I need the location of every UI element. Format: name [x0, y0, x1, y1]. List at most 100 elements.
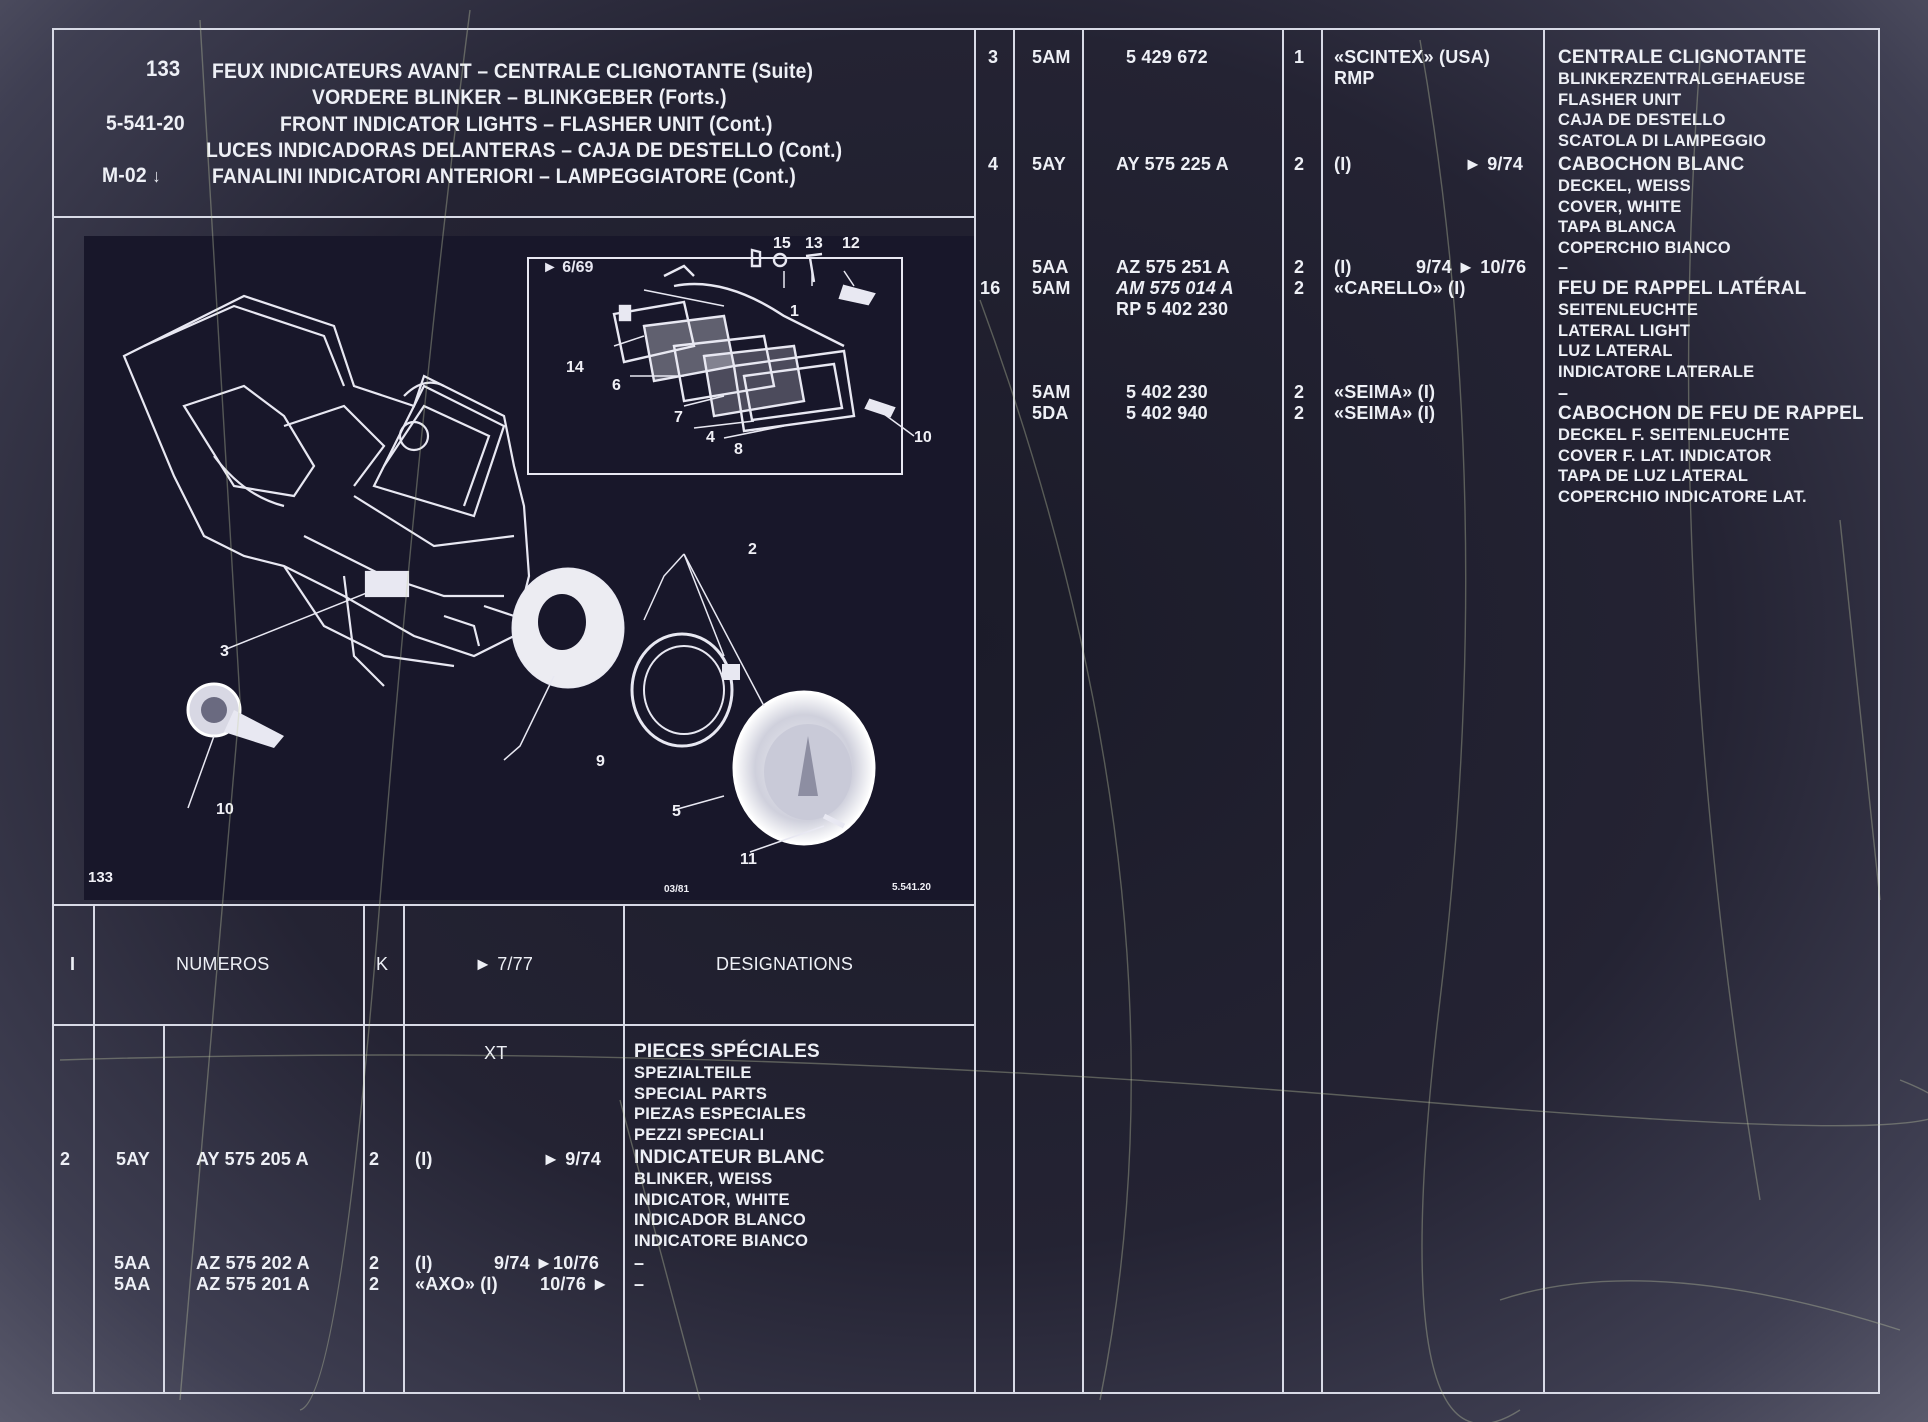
- row-note: «SCINTEX» (USA): [1334, 47, 1491, 67]
- designation-line: SEITENLEUCHTE: [1558, 300, 1699, 319]
- row-designation: –: [1558, 383, 1569, 403]
- row-code: 5AA: [1032, 257, 1069, 277]
- table-header-bottom: [52, 1024, 976, 1026]
- title-rule: [52, 216, 976, 218]
- table-header-top: [52, 904, 976, 906]
- row-quantity: 2: [1294, 403, 1305, 423]
- row-designation: CENTRALE CLIGNOTANTE BLINKERZENTRALGEHAE…: [1558, 47, 1807, 152]
- row-note: «SEIMA» (I): [1334, 403, 1436, 423]
- designation-line: LATERAL LIGHT: [1558, 321, 1691, 340]
- indicator-lens-group: [511, 567, 876, 846]
- row-part-number: AM 575 014 A: [1116, 278, 1234, 298]
- col-header-k: K: [376, 954, 389, 974]
- callout: 14: [566, 359, 584, 376]
- col-rule: [403, 904, 405, 1394]
- designation-line: TAPA DE LUZ LATERAL: [1558, 467, 1749, 486]
- col-rule: [93, 904, 95, 1394]
- row-date: ► 9/74: [1464, 154, 1524, 174]
- row-index: 2: [60, 1149, 71, 1169]
- title-en: FRONT INDICATOR LIGHTS – FLASHER UNIT (C…: [280, 113, 773, 136]
- callout: 8: [734, 441, 743, 458]
- designation-line: LUZ LATERAL: [1558, 342, 1673, 361]
- callout: 9: [596, 753, 605, 770]
- row-designation: –: [634, 1274, 645, 1294]
- callout: 7: [674, 409, 683, 426]
- middle-divider: [974, 28, 976, 1394]
- row-part-number: AY 575 225 A: [1116, 154, 1229, 174]
- row-note: «CARELLO» (I): [1334, 278, 1466, 298]
- row-code: 5AY: [1032, 154, 1066, 174]
- special-parts-line: PEZZI SPECIALI: [634, 1126, 765, 1145]
- row-code: 5AA: [114, 1274, 151, 1294]
- designation-line: DECKEL, WEISS: [1558, 176, 1691, 195]
- designation-line: BLINKER, WEISS: [634, 1169, 773, 1188]
- designation-line: INDICATOR, WHITE: [634, 1190, 790, 1209]
- callout: 3: [220, 643, 229, 660]
- title-es: LUCES INDICADORAS DELANTERAS – CAJA DE D…: [206, 139, 843, 162]
- callout: 4: [706, 429, 715, 446]
- designation-line: SCATOLA DI LAMPEGGIO: [1558, 132, 1767, 151]
- col-rule: [163, 1024, 165, 1394]
- row-designation: FEU DE RAPPEL LATÉRAL SEITENLEUCHTE LATE…: [1558, 278, 1807, 383]
- inset-date-label: ► 6/69: [542, 259, 594, 276]
- special-parts-line: SPECIAL PARTS: [634, 1084, 768, 1103]
- row-part-number: AZ 575 251 A: [1116, 257, 1230, 277]
- col-header-numeros: NUMEROS: [176, 954, 270, 974]
- row-quantity: 1: [1294, 47, 1305, 67]
- row-code: 5AM: [1032, 278, 1071, 298]
- callout: 13: [805, 236, 823, 252]
- row-quantity: 2: [1294, 257, 1305, 277]
- col-rule: [363, 904, 365, 1394]
- row-quantity: 2: [1294, 278, 1305, 298]
- row-note: (I): [415, 1253, 433, 1273]
- row-index: 4: [988, 154, 999, 174]
- designation-line: DECKEL F. SEITENLEUCHTE: [1558, 425, 1790, 444]
- row-note: (I): [415, 1149, 433, 1169]
- arrow-down-icon: ↓: [152, 166, 161, 186]
- row-code: 5AY: [116, 1149, 150, 1169]
- special-parts-line: PIEZAS ESPECIALES: [634, 1105, 807, 1124]
- designation-title: CABOCHON DE FEU DE RAPPEL: [1558, 403, 1864, 424]
- designation-title: CABOCHON BLANC: [1558, 154, 1745, 175]
- mod-code: M-02 ↓: [102, 164, 161, 188]
- special-parts-block: PIECES SPÉCIALES SPEZIALTEILE SPECIAL PA…: [634, 1041, 820, 1146]
- col-rule: [1013, 28, 1015, 1394]
- mod-code-text: M-02: [102, 164, 147, 187]
- flasher-assembly: [612, 248, 896, 433]
- designation-line: FLASHER UNIT: [1558, 90, 1682, 109]
- row-part-number: 5 429 672: [1126, 47, 1208, 67]
- row-designation: CABOCHON DE FEU DE RAPPEL DECKEL F. SEIT…: [1558, 403, 1864, 508]
- row-date: 10/76 ►: [540, 1274, 610, 1294]
- row-quantity: 2: [369, 1149, 380, 1169]
- row-designation: –: [634, 1253, 645, 1273]
- row-note: (I): [1334, 257, 1352, 277]
- title-fr: FEUX INDICATEURS AVANT – CENTRALE CLIGNO…: [212, 60, 814, 83]
- col-rule: [1321, 28, 1323, 1394]
- exploded-parts-diagram: ► 6/69: [84, 236, 974, 900]
- callout: 2: [748, 541, 757, 558]
- side-marker-lamp: [186, 682, 284, 748]
- section-code: 5-541-20: [106, 112, 185, 135]
- callout: 1: [790, 303, 799, 320]
- col-rule: [1082, 28, 1084, 1394]
- special-parts-title: PIECES SPÉCIALES: [634, 1041, 820, 1062]
- row-note-secondary: RMP: [1334, 68, 1375, 88]
- col-rule: [623, 904, 625, 1394]
- callout: 5: [672, 803, 681, 820]
- col-header-designations: DESIGNATIONS: [716, 954, 854, 974]
- designation-line: COPERCHIO BIANCO: [1558, 239, 1731, 258]
- special-parts-line: SPEZIALTEILE: [634, 1063, 752, 1082]
- row-index: 3: [988, 47, 999, 67]
- row-date: ► 9/74: [542, 1149, 602, 1169]
- designation-title: FEU DE RAPPEL LATÉRAL: [1558, 278, 1807, 299]
- leader-lines: [187, 270, 915, 853]
- designation-line: INDICADOR BLANCO: [634, 1211, 806, 1230]
- col-rule: [1282, 28, 1284, 1394]
- diagram-page-label: 133: [88, 869, 113, 886]
- designation-title: CENTRALE CLIGNOTANTE: [1558, 47, 1807, 68]
- row-designation: –: [1558, 257, 1569, 277]
- row-designation: INDICATEUR BLANC BLINKER, WEISS INDICATO…: [634, 1147, 825, 1252]
- designation-line: INDICATORE BIANCO: [634, 1232, 809, 1251]
- designation-line: BLINKERZENTRALGEHAEUSE: [1558, 69, 1806, 88]
